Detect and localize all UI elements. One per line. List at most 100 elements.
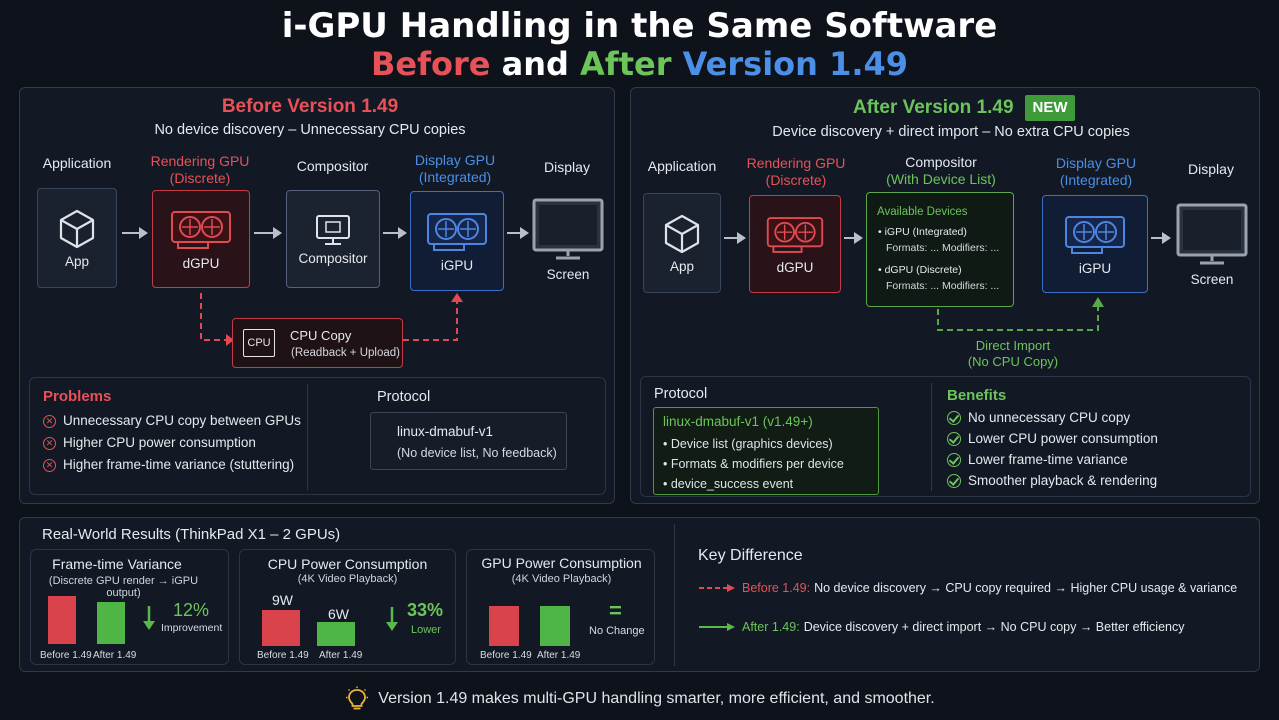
arrow-compositor-igpu [383,227,407,239]
divider [307,384,308,490]
delta-value: 12% [173,600,210,620]
bar-value-after: 6W [328,606,349,622]
check-circle-icon [947,410,961,425]
benefit-text: Lower CPU power consumption [968,431,1158,446]
check-circle-icon [947,452,961,467]
divider [674,524,675,666]
direct-import-title: Direct Import [975,338,1051,353]
label-display-gpu: Display GPU (Integrated) [405,152,505,186]
protocol-item: • Formats & modifiers per device [663,457,844,471]
after-panel: After Version 1.49 NEW Device discovery … [630,87,1260,504]
problems-list: ✕Unnecessary CPU copy between GPUs ✕High… [43,410,301,476]
result-card-cpu: CPU Power Consumption (4K Video Playback… [239,549,456,665]
arrow-igpu-screen [1151,232,1171,244]
title-and: and [501,45,569,83]
bar-before [489,606,519,646]
label-compositor: Compositor [296,158,369,174]
direct-import-sub: (No CPU Copy) [967,354,1059,369]
bar-label-before: Before 1.49 [480,650,532,661]
protocol-note: (No device list, No feedback) [397,446,557,460]
label-display-gpu-text: Display GPU [414,152,496,168]
bar-label-after: After 1.49 [93,650,137,661]
direct-import-label: Direct Import (No CPU Copy) [941,338,1085,370]
screen-label: Screen [1190,272,1234,287]
before-subtitle: No device discovery – Unnecessary CPU co… [154,122,466,138]
problem-item: ✕ Higher CPU power consumption [43,432,301,454]
devices-box: Available Devices • iGPU (Integrated) Fo… [866,192,1014,307]
x-circle-icon: ✕ [43,458,56,472]
label-application: Application [647,158,717,174]
benefit-text: Lower frame-time variance [968,452,1128,467]
screen-node: Screen [1174,203,1250,293]
after-info-panel: Protocol linux-dmabuf-v1 (v1.49+) • Devi… [640,376,1251,497]
card-sub: (4K Video Playback) [511,573,612,585]
screen-label: Screen [546,267,590,282]
title-before: Before [370,45,491,83]
benefit-item: Smoother playback & rendering [947,470,1158,491]
result-card-gpu: GPU Power Consumption (4K Video Playback… [466,549,655,665]
bar-label-after: After 1.49 [537,650,581,661]
delta-label: Lower [411,624,441,636]
cube-icon [59,209,95,248]
footer-text: Version 1.49 makes multi-GPU handling sm… [378,690,935,707]
cpu-chip-icon: CPU [243,329,275,357]
benefit-item: Lower CPU power consumption [947,428,1158,449]
graphics-card-icon [766,216,824,253]
graphics-card-icon [1065,215,1125,254]
bar-area [262,610,362,646]
arrow-app-dgpu [724,232,746,244]
label-display-gpu: Display GPU (Integrated) [1041,155,1151,189]
cpu-copy-title: CPU Copy [290,328,352,343]
dgpu-box-label: dGPU [776,259,814,275]
bar-before [262,610,300,646]
arrow-dgpu-compositor [254,227,282,239]
app-box: App [643,193,721,293]
device-igpu-formats: Formats: ... Modifiers: ... [886,242,1000,254]
protocol-items: • Device list (graphics devices) • Forma… [663,434,844,494]
app-box-label: App [669,258,695,274]
card-title: Frame-time Variance [52,556,182,572]
label-display-gpu-sub: (Integrated) [1059,172,1133,188]
delta-label: Improvement [161,622,223,634]
after-subtitle: Device discovery + direct import – No ex… [772,124,1130,140]
footer: Version 1.49 makes multi-GPU handling sm… [0,686,1279,712]
device-dgpu: • dGPU (Discrete) [878,264,962,276]
benefits-title: Benefits [947,387,1007,404]
monitor-icon [1176,203,1248,265]
title-version: Version 1.49 [682,45,909,83]
cpu-copy-box: CPU CPU Copy (Readback + Upload) [232,318,403,368]
igpu-box: iGPU [1042,195,1148,293]
after-title: After Version 1.49 [853,97,1014,118]
bar-value-before: 9W [272,592,293,608]
label-display-gpu-text: Display GPU [1055,155,1137,171]
bar-label-after: After 1.49 [319,650,363,661]
label-rendering-gpu-text: Rendering GPU [150,153,250,169]
cube-icon [664,214,700,253]
title-after: After [580,45,672,83]
problem-text: Unnecessary CPU copy between GPUs [63,413,301,428]
devices-title: Available Devices [877,206,968,218]
dgpu-box: dGPU [749,195,841,293]
app-box-label: App [64,253,90,269]
graphics-card-icon [427,212,487,251]
problem-text: Higher CPU power consumption [63,435,256,450]
key-before-row: Before 1.49: No device discovery → CPU c… [698,581,1237,595]
benefit-item: No unnecessary CPU copy [947,407,1158,428]
x-circle-icon: ✕ [43,436,56,450]
bar-after [540,606,570,646]
label-compositor-sub: (With Device List) [886,171,996,187]
label-rendering-gpu-sub: (Discrete) [169,170,231,186]
label-display-gpu-sub: (Integrated) [418,169,492,185]
protocol-box: linux-dmabuf-v1 (v1.49+) • Device list (… [653,407,879,495]
label-rendering-gpu-text: Rendering GPU [746,155,846,171]
x-circle-icon: ✕ [43,414,56,428]
protocol-name: linux-dmabuf-v1 [397,424,494,439]
app-box: App [37,188,117,288]
new-badge: NEW [1025,95,1075,121]
problem-item: ✕Higher frame-time variance (stuttering) [43,454,301,476]
compositor-box: Compositor [286,190,380,288]
result-card-frametime: Frame-time Variance (Discrete GPU render… [30,549,229,665]
problems-title: Problems [43,388,112,405]
protocol-title: Protocol [654,386,708,402]
cpu-copy-sub: (Readback + Upload) [291,347,400,359]
